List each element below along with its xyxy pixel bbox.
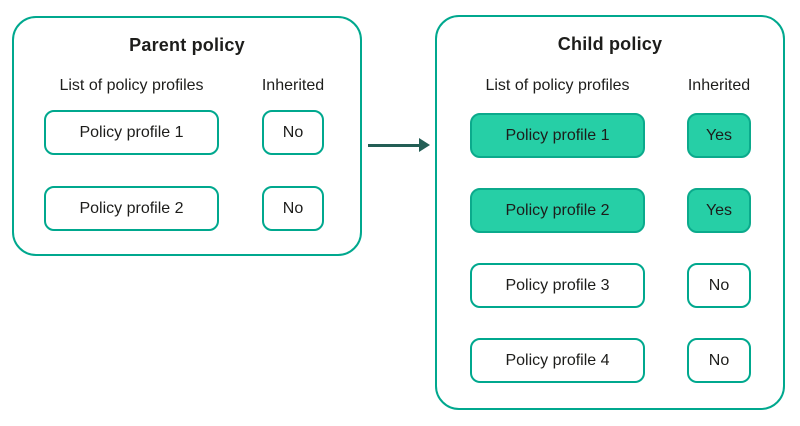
parent-column-header-inherited: Inherited	[261, 77, 325, 94]
child-policy-profile-2-box: Policy profile 2	[470, 188, 645, 233]
child-inherited-badge-2: Yes	[687, 188, 751, 233]
parent-column-header-profiles: List of policy profiles	[59, 77, 204, 94]
parent-policy-profile-1-box: Policy profile 1	[44, 110, 219, 155]
child-inherited-badge-3: No	[687, 263, 751, 308]
parent-inherited-badge-1: No	[262, 110, 324, 155]
arrow-head-icon	[419, 138, 430, 152]
child-policy-profile-1-box: Policy profile 1	[470, 113, 645, 158]
child-inherited-badge-1: Yes	[687, 113, 751, 158]
parent-policy-box: Parent policy List of policy profiles In…	[12, 16, 362, 256]
child-policy-box: Child policy List of policy profiles Inh…	[435, 15, 785, 410]
arrow-line	[368, 144, 421, 147]
child-column-header-inherited: Inherited	[687, 77, 751, 94]
child-policy-profile-4-box: Policy profile 4	[470, 338, 645, 383]
child-policy-title: Child policy	[557, 34, 663, 54]
parent-inherited-badge-2: No	[262, 186, 324, 231]
child-policy-profile-3-box: Policy profile 3	[470, 263, 645, 308]
parent-policy-profile-2-box: Policy profile 2	[44, 186, 219, 231]
parent-policy-title: Parent policy	[129, 35, 245, 55]
inheritance-arrow	[368, 138, 430, 152]
child-column-header-profiles: List of policy profiles	[485, 77, 630, 94]
child-inherited-badge-4: No	[687, 338, 751, 383]
